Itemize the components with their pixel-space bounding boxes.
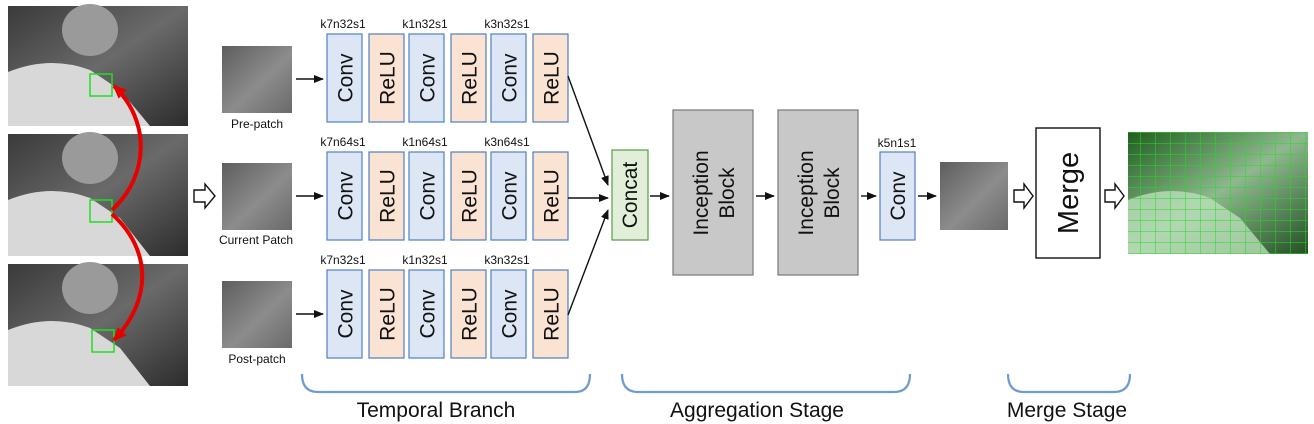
final-conv-label: Conv [887, 171, 910, 221]
branch-1-conv-label-1: Conv [335, 53, 358, 103]
branch-3-conv-block-1 [326, 269, 363, 359]
hollow-arrow-to-result [1104, 181, 1125, 211]
inception-block-2-label-line2: Block [821, 167, 844, 219]
merge-label: Merge [1053, 152, 1085, 234]
arrow-branch3-to-concat [567, 209, 609, 316]
branch-2-relu-label-2: ReLU [459, 169, 482, 223]
branch-3-spec-3: k3n32s1 [484, 253, 530, 267]
branch-3-relu-block-1 [368, 269, 405, 359]
branch-2-conv-block-1 [326, 151, 363, 241]
branch-3-relu-block-2 [450, 269, 487, 359]
branch-3-conv-label-3: Conv [499, 289, 522, 339]
patch-box-1 [89, 73, 113, 97]
input-hollow-arrow [193, 182, 216, 210]
branch-2-relu-block-2 [450, 151, 487, 241]
branch-3-spec-1: k7n32s1 [320, 253, 366, 267]
branch-2-conv-block-2 [408, 151, 445, 241]
final-conv-spec: k5n1s1 [878, 136, 917, 150]
branch-2-spec-2: k1n64s1 [402, 135, 448, 149]
branch-3-relu-label-1: ReLU [377, 287, 400, 341]
output-patch-image [940, 162, 1008, 230]
branch-2-relu-block-3 [532, 151, 569, 241]
branch-2-relu-block-1 [368, 151, 405, 241]
current-patch-label: Current Patch [219, 233, 293, 247]
branch-2-relu-label-1: ReLU [377, 169, 400, 223]
result-frame [1128, 132, 1308, 254]
current-patch-image [222, 163, 292, 230]
inception-block-1-label-line2: Block [716, 167, 739, 219]
pre-patch-image [222, 46, 292, 113]
branch-3-conv-block-3 [490, 269, 527, 359]
branch-1-conv-label-3: Conv [499, 53, 522, 103]
branch-3-relu-label-3: ReLU [541, 287, 564, 341]
motion-arrow-lower [110, 212, 145, 342]
branch-3-conv-block-2 [408, 269, 445, 359]
concat-block [611, 149, 649, 241]
frame-3 [8, 262, 188, 386]
concat-label: Concat [619, 162, 642, 229]
frame-2 [8, 132, 188, 256]
branch-1-relu-block-2 [450, 33, 487, 123]
branch-2-conv-block-3 [490, 151, 527, 241]
temporal-branch-label: Temporal Branch [357, 399, 516, 422]
branch-2-spec-3: k3n64s1 [484, 135, 530, 149]
branch-1-relu-label-2: ReLU [459, 51, 482, 105]
arrow-branch1-to-concat [567, 75, 609, 186]
merge-block [1035, 127, 1101, 259]
branch-1-conv-block-1 [326, 33, 363, 123]
branch-2-conv-label-3: Conv [499, 171, 522, 221]
branch-3-spec-2: k1n32s1 [402, 253, 448, 267]
inception-block-1 [672, 109, 754, 276]
merge-stage-label: Merge Stage [1007, 399, 1127, 422]
branch-2-spec-1: k7n64s1 [320, 135, 366, 149]
inception-block-1-label-line1: Inception [690, 150, 713, 235]
aggregation-stage-bracket [620, 373, 912, 394]
branch-3-relu-block-3 [532, 269, 569, 359]
branch-1-spec-2: k1n32s1 [402, 17, 448, 31]
branch-1-relu-label-3: ReLU [541, 51, 564, 105]
branch-3-conv-label-1: Conv [335, 289, 358, 339]
branch-1-relu-block-1 [368, 33, 405, 123]
frame-1 [8, 4, 188, 126]
branch-1-conv-label-2: Conv [417, 53, 440, 103]
branch-1-relu-label-1: ReLU [377, 51, 400, 105]
motion-arrow-upper [110, 84, 143, 212]
branch-3-relu-label-2: ReLU [459, 287, 482, 341]
branch-2-relu-label-3: ReLU [541, 169, 564, 223]
branch-1-conv-block-3 [490, 33, 527, 123]
branch-1-relu-block-3 [532, 33, 569, 123]
branch-1-conv-block-2 [408, 33, 445, 123]
patch-box-2 [89, 199, 113, 223]
branch-2-conv-label-1: Conv [335, 171, 358, 221]
post-patch-label: Post-patch [228, 352, 285, 366]
branch-1-spec-1: k7n32s1 [320, 17, 366, 31]
aggregation-stage-label: Aggregation Stage [670, 399, 844, 422]
inception-block-2-label-line1: Inception [795, 150, 818, 235]
post-patch-image [222, 281, 292, 348]
branch-3-conv-label-2: Conv [417, 289, 440, 339]
temporal-branch-bracket [300, 373, 592, 394]
inception-block-2 [777, 109, 859, 276]
final-conv-block [879, 151, 916, 241]
branch-2-conv-label-2: Conv [417, 171, 440, 221]
pre-patch-label: Pre-patch [231, 117, 283, 131]
hollow-arrow-to-merge [1013, 181, 1034, 211]
merge-stage-bracket [1006, 373, 1132, 394]
branch-1-spec-3: k3n32s1 [484, 17, 530, 31]
